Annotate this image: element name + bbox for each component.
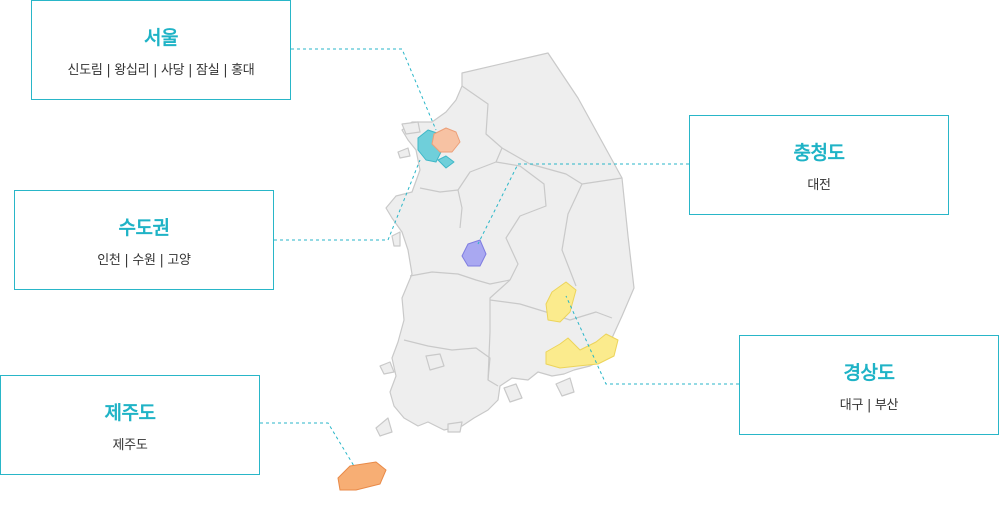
region-box-chungcheong[interactable]: 충청도 대전 [689,115,949,215]
region-box-sudo[interactable]: 수도권 인천 | 수원 | 고양 [14,190,274,290]
region-title-gyeongsang: 경상도 [843,361,895,384]
island-ganghwa [401,121,421,135]
island-baengnyeong [397,147,411,159]
island-west-1 [391,231,401,247]
highlighted-regions [337,127,619,491]
island-south-1 [425,353,445,371]
island-sw-2 [375,417,393,437]
border-chungnam-jeolla [409,271,511,285]
leader-line-sudo [274,159,421,241]
region-box-jeju[interactable]: 제주도 제주도 [0,375,260,475]
region-subtitle-gyeongsang: 대구 | 부산 [839,397,899,413]
region-shape-chungcheong [461,239,487,267]
border-east-gyeongbuk [561,183,583,287]
leader-line-gyeongsang [565,295,739,385]
border-gangwon-north [501,147,623,185]
region-subtitle-chungcheong: 대전 [807,177,831,193]
border-gyeongsang [487,279,511,381]
region-subtitle-jeju: 제주도 [112,437,148,453]
region-title-sudo: 수도권 [118,216,170,239]
island-sw-1 [379,361,395,375]
region-title-jeju: 제주도 [104,401,156,424]
region-shape-jeju [337,461,387,491]
leader-lines [260,48,739,467]
korea-land [375,52,635,437]
island-south-2 [447,421,463,433]
region-shape-seoul [431,127,461,153]
region-shape-daegu [545,281,577,323]
region-box-gyeongsang[interactable]: 경상도 대구 | 부산 [739,335,999,435]
border-chung-north [419,187,463,229]
leader-line-chungcheong [477,163,689,245]
mainland-outline [385,52,635,431]
region-subtitle-sudo: 인천 | 수원 | 고양 [97,252,191,268]
leader-line-jeju [260,422,355,467]
region-shape-sudo-2 [437,155,455,169]
region-title-chungcheong: 충청도 [793,141,845,164]
leader-line-seoul [291,48,437,131]
region-title-seoul: 서울 [144,26,178,49]
border-chungbuk [495,161,547,281]
region-shape-busan [545,333,619,369]
region-subtitle-seoul: 신도림 | 왕십리 | 사당 | 잠실 | 홍대 [67,62,255,78]
island-geoje [503,383,523,403]
island-namhae [555,377,575,397]
region-box-seoul[interactable]: 서울 신도림 | 왕십리 | 사당 | 잠실 | 홍대 [31,0,291,100]
